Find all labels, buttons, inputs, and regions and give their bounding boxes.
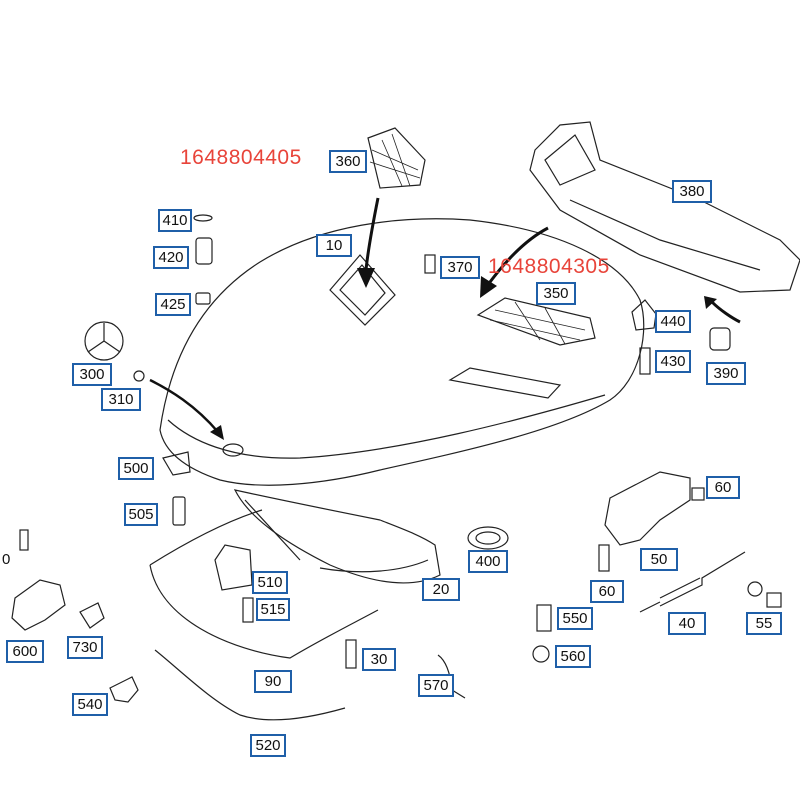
callout-60-top: 60 (706, 476, 740, 499)
callout-420: 420 (153, 246, 189, 269)
cowl-380 (529, 121, 800, 293)
callout-50: 50 (640, 548, 678, 571)
callout-730: 730 (67, 636, 103, 659)
callout-90: 90 (254, 670, 292, 693)
callout-520: 520 (250, 734, 286, 757)
callout-380: 380 (672, 180, 712, 203)
gas-strut-40 (639, 551, 746, 613)
callout-370: 370 (440, 256, 480, 279)
callout-540: 540 (72, 693, 108, 716)
grille-350 (476, 297, 596, 346)
callout-60-bottom: 60 (590, 580, 624, 603)
callout-360: 360 (329, 150, 367, 173)
callout-505: 505 (124, 503, 158, 526)
callout-350: 350 (536, 282, 576, 305)
callout-410: 410 (158, 209, 192, 232)
hood-inner-panel (233, 489, 441, 584)
callout-390: 390 (706, 362, 746, 385)
hinge-50 (604, 471, 691, 546)
callout-40: 40 (668, 612, 706, 635)
edge-label: 0 (2, 551, 11, 568)
star-emblem (84, 321, 124, 361)
callout-500: 500 (118, 457, 154, 480)
callout-515: 515 (256, 598, 290, 621)
callout-425: 425 (155, 293, 191, 316)
callout-510: 510 (252, 571, 288, 594)
callout-430: 430 (655, 350, 691, 373)
part-number-360: 1648804405 (180, 146, 302, 169)
callout-20: 20 (422, 578, 460, 601)
callout-310: 310 (101, 388, 141, 411)
callout-560: 560 (555, 645, 591, 668)
seal-strip-90 (149, 509, 379, 659)
callout-440: 440 (655, 310, 691, 333)
cable-520 (154, 649, 346, 721)
grille-360 (367, 127, 426, 189)
callout-30: 30 (362, 648, 396, 671)
part-number-350: 1648804305 (488, 255, 610, 278)
callout-600: 600 (6, 640, 44, 663)
callout-300: 300 (72, 363, 112, 386)
callout-570: 570 (418, 674, 454, 697)
callout-400: 400 (468, 550, 508, 573)
hood-panel (159, 218, 645, 486)
callout-55: 55 (746, 612, 782, 635)
callout-10: 10 (316, 234, 352, 257)
callout-550: 550 (557, 607, 593, 630)
